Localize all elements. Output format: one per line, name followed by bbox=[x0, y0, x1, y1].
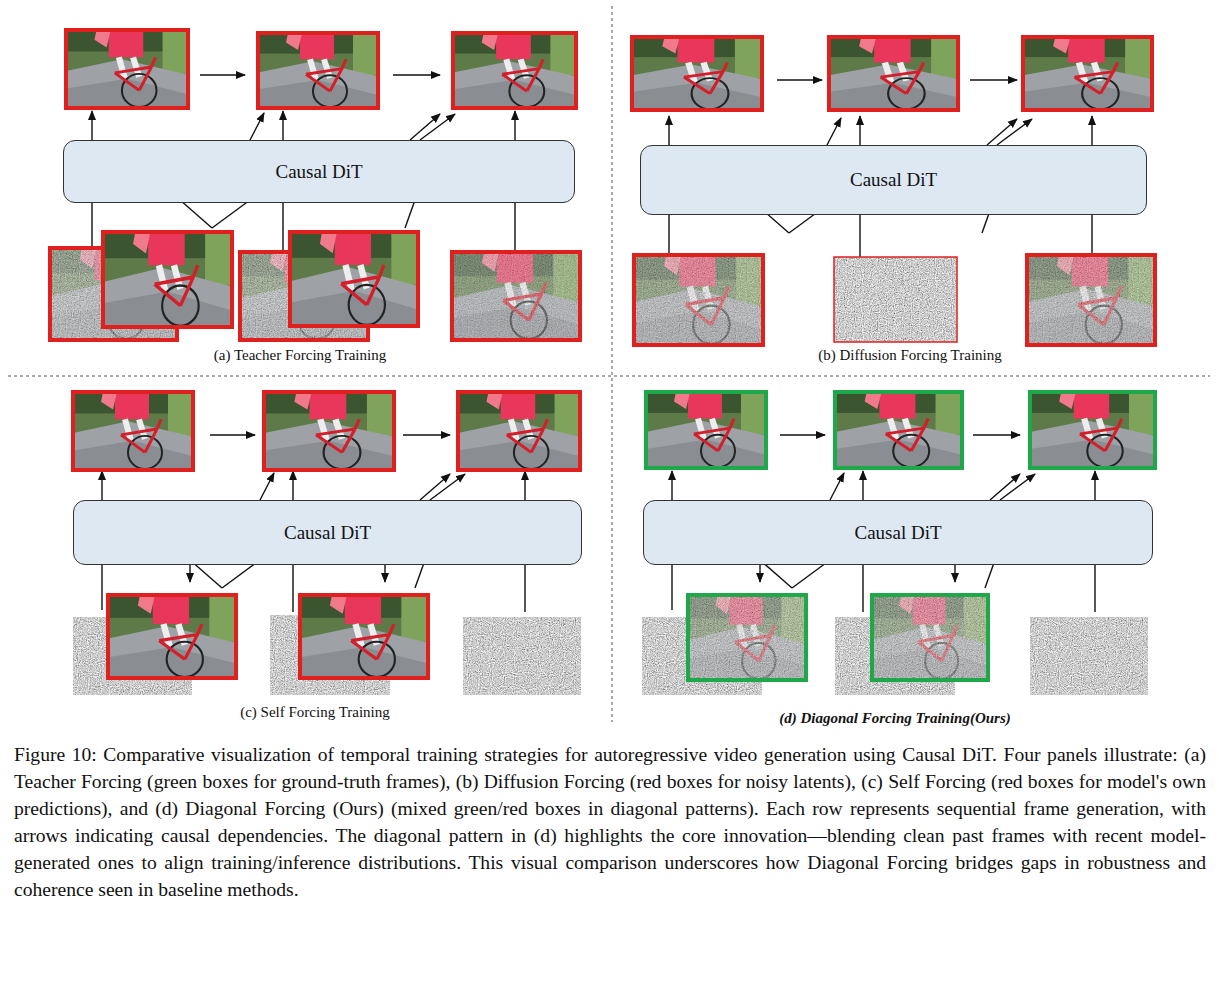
model-box: Causal DiT bbox=[63, 140, 575, 203]
model-box: Causal DiT bbox=[643, 500, 1153, 565]
model-box: Causal DiT bbox=[640, 145, 1147, 215]
panel-caption: (c) Self Forcing Training bbox=[240, 704, 390, 721]
box-label: Causal DiT bbox=[850, 169, 937, 191]
figure-caption: Figure 10: Comparative visualization of … bbox=[14, 741, 1206, 903]
box-label: Causal DiT bbox=[275, 161, 362, 183]
panel-caption: (d) Diagonal Forcing Training(Ours) bbox=[779, 710, 1011, 727]
model-box: Causal DiT bbox=[73, 500, 582, 565]
panel-caption: (a) Teacher Forcing Training bbox=[214, 347, 386, 364]
panel-caption: (b) Diffusion Forcing Training bbox=[818, 347, 1001, 364]
box-label: Causal DiT bbox=[854, 522, 941, 544]
box-label: Causal DiT bbox=[284, 522, 371, 544]
